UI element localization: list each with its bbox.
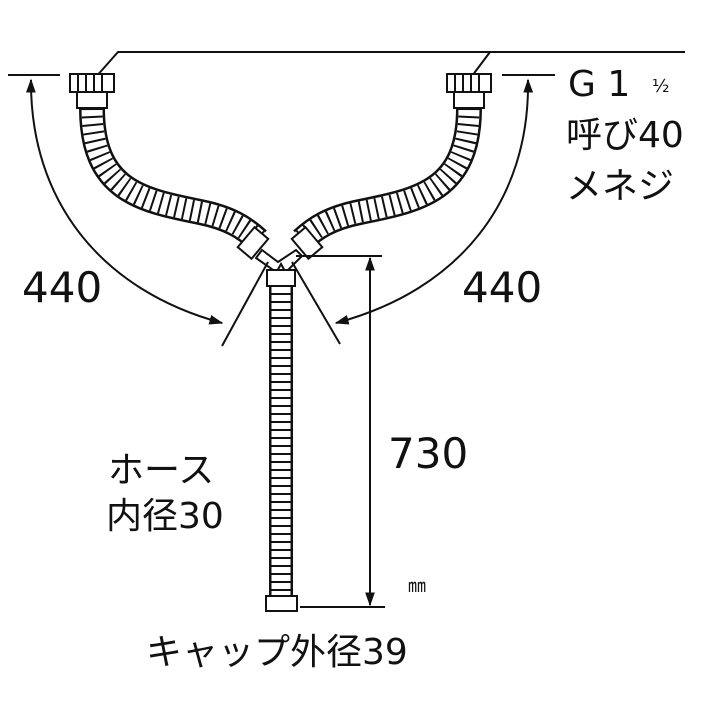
y-joint	[236, 225, 324, 287]
leader-line	[94, 51, 685, 79]
right-hose	[302, 108, 469, 240]
leader-branch	[471, 51, 491, 77]
extension-left	[221, 261, 269, 347]
cap-outer-diameter-label: キャップ外径39	[146, 632, 408, 673]
unit-label: ㎜	[408, 576, 426, 597]
left-hose	[92, 108, 258, 240]
hose-label: ホース	[108, 450, 214, 491]
main-length-label: 730	[388, 429, 468, 478]
extension-right	[291, 261, 341, 345]
thread-fraction: ½	[652, 76, 669, 97]
thread-label: G 1	[568, 64, 630, 105]
left-length-label: 440	[22, 263, 102, 312]
right-nut	[446, 73, 492, 109]
bottom-cap	[265, 595, 298, 612]
right-length-label: 440	[462, 263, 542, 312]
left-nut	[69, 73, 115, 109]
nominal-label: 呼び40	[566, 115, 684, 156]
female-thread-label: メネジ	[566, 166, 674, 207]
hose-inner-diameter-label: 内径30	[106, 496, 224, 537]
dimension-arc-left	[26, 78, 224, 325]
dimension-arc-right	[334, 78, 534, 325]
